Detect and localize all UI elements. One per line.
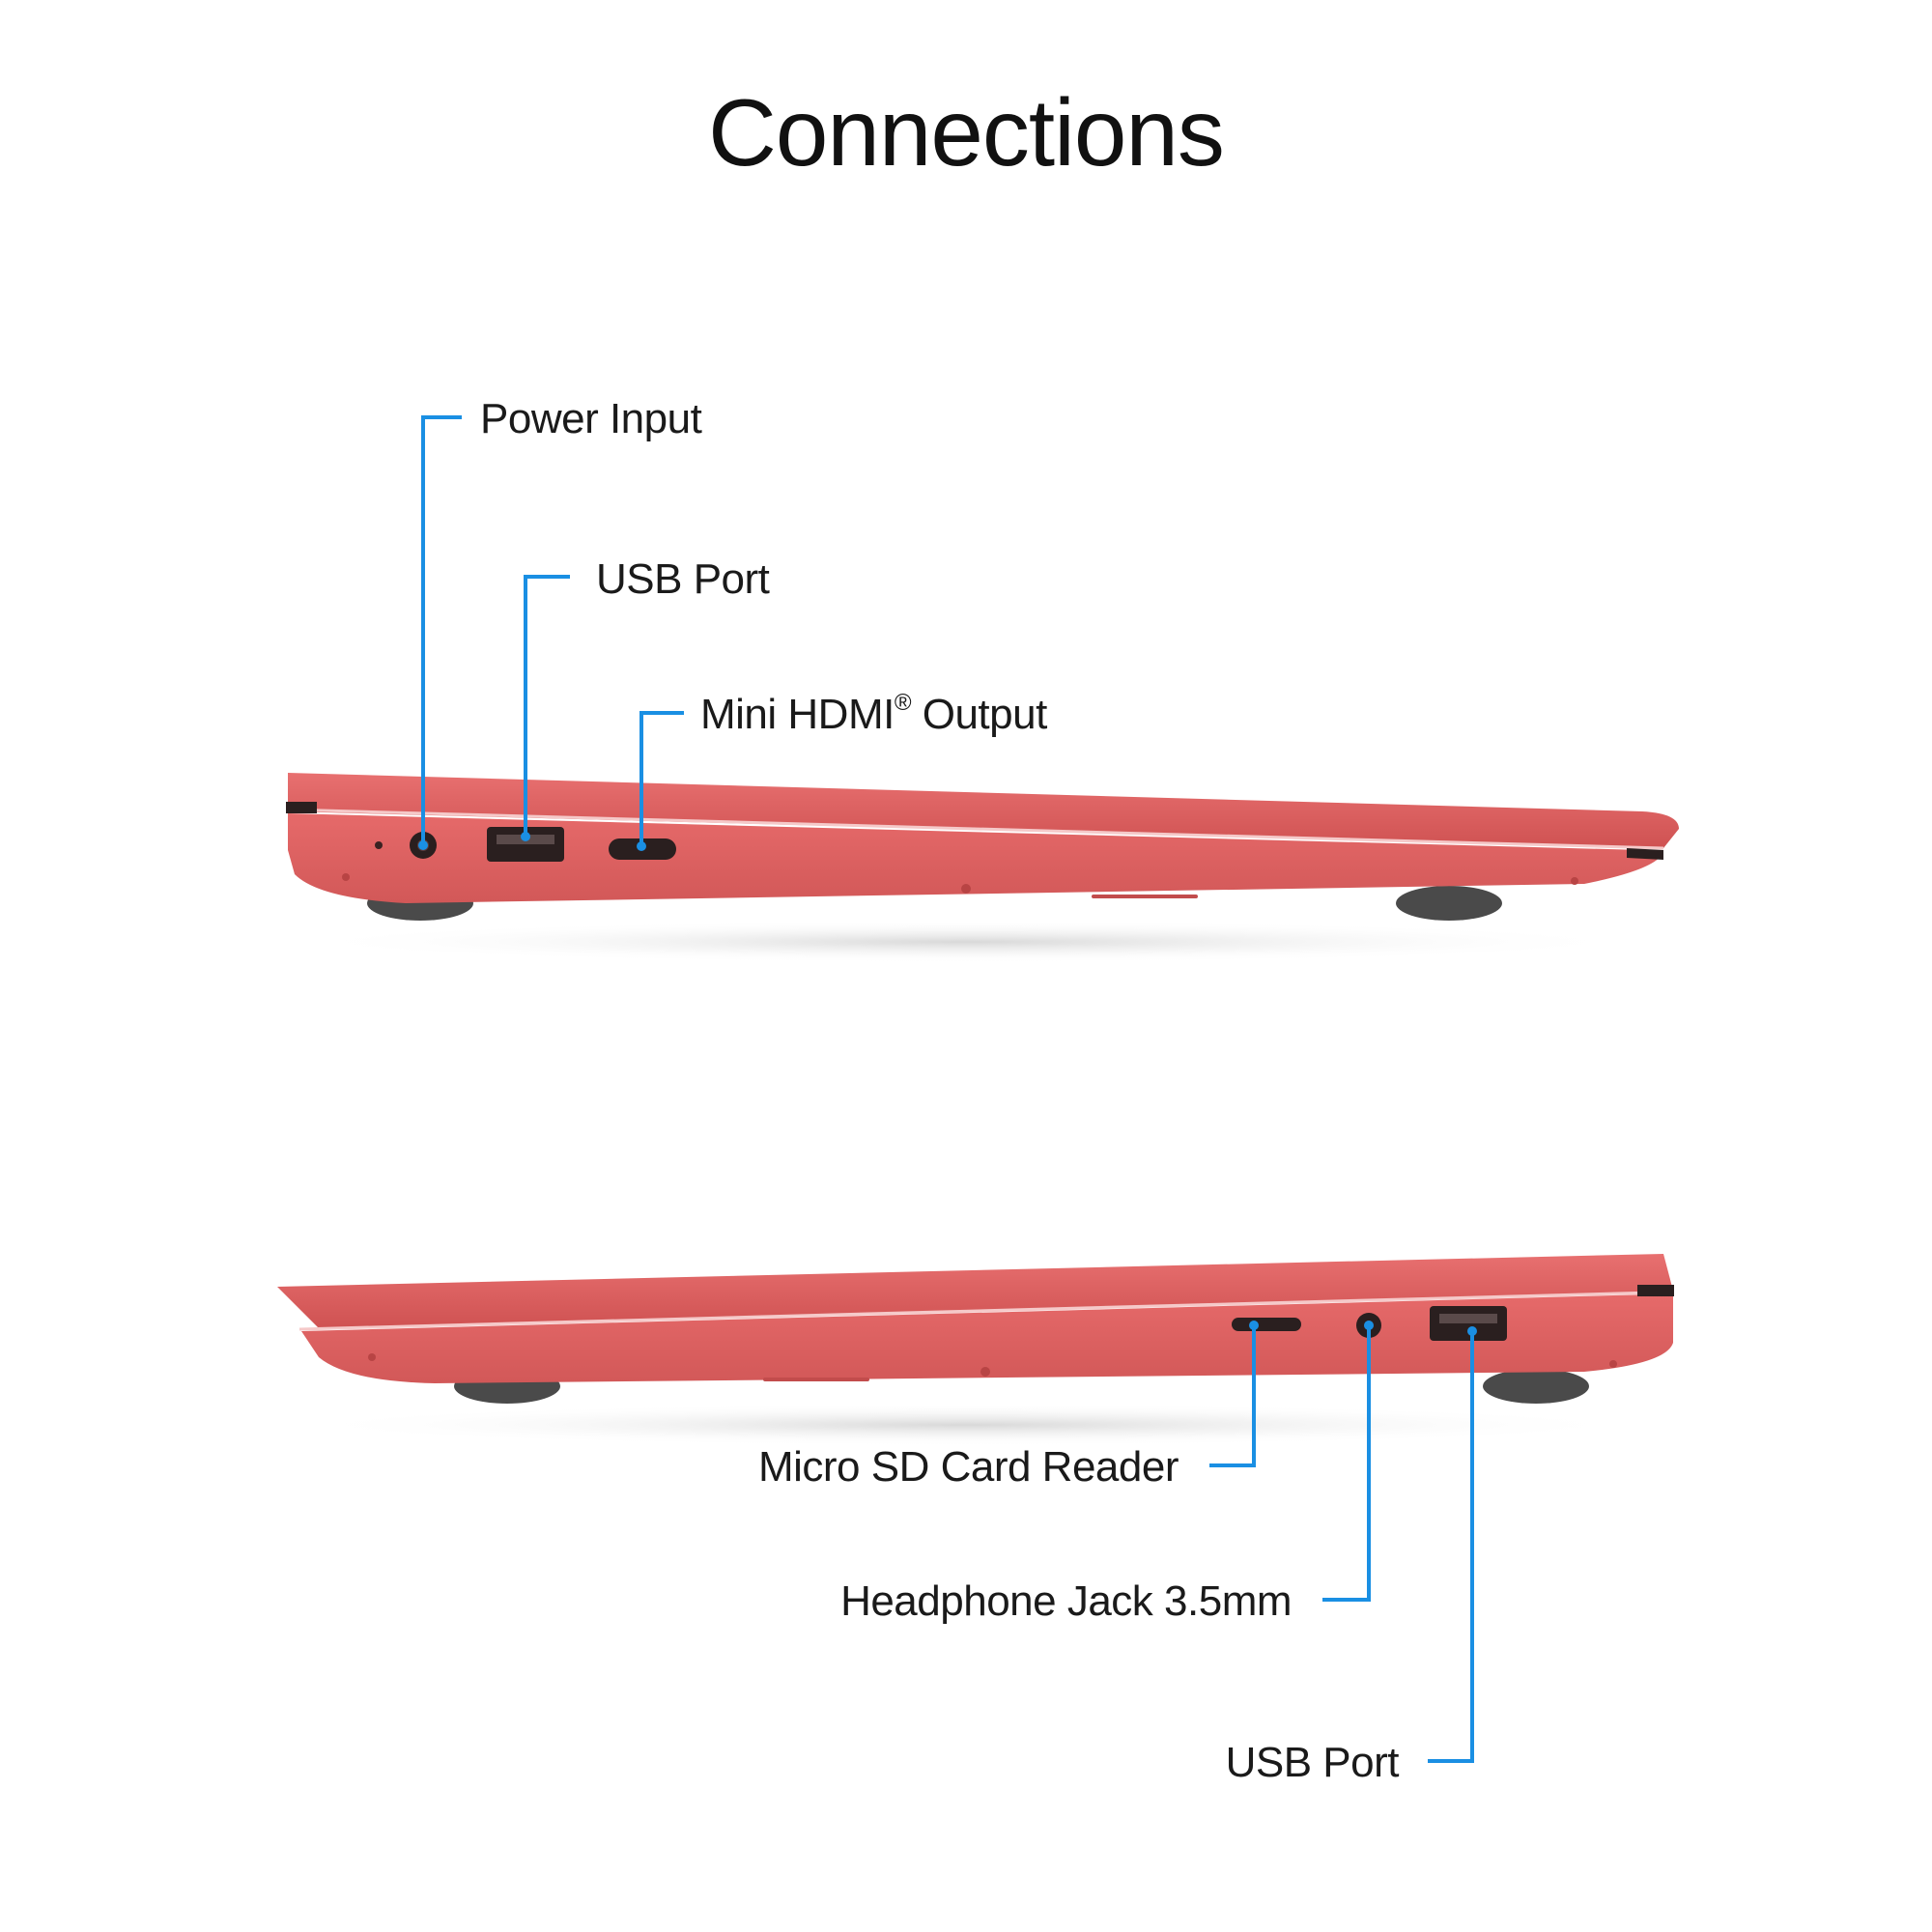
foot-right-2 <box>1483 1369 1589 1404</box>
callout-line-mini-hdmi <box>639 711 684 843</box>
laptop-lid-2 <box>277 1254 1673 1328</box>
status-led <box>375 841 383 849</box>
label-micro-sd: Micro SD Card Reader <box>757 1443 1179 1491</box>
callout-line-usb-right <box>1428 1333 1474 1763</box>
callout-line-power-input <box>421 415 462 845</box>
callout-lines <box>421 415 1474 1763</box>
laptop-left-side <box>286 773 1679 963</box>
label-power-input: Power Input <box>480 395 702 442</box>
callout-dots <box>418 832 1477 1336</box>
label-usb-port-right: USB Port <box>1225 1739 1400 1786</box>
registered-mark: ® <box>894 690 912 716</box>
laptop-right-side <box>277 1254 1674 1446</box>
callout-line-usb-left <box>524 575 570 833</box>
label-mini-hdmi: Mini HDMI® Output <box>700 691 1048 738</box>
label-usb-port-left: USB Port <box>596 555 770 603</box>
label-mini-hdmi-base: Mini HDMI <box>700 691 895 738</box>
laptop-base <box>288 813 1663 903</box>
label-mini-hdmi-tail: Output <box>911 691 1048 738</box>
laptop-lid <box>288 773 1679 848</box>
laptop-base-2 <box>301 1294 1673 1383</box>
micro-sd-port <box>1232 1318 1301 1331</box>
page-title: Connections <box>708 79 1225 185</box>
callout-line-headphone <box>1322 1327 1371 1602</box>
label-headphone-jack: Headphone Jack 3.5mm <box>840 1577 1292 1625</box>
callout-line-micro-sd <box>1209 1327 1256 1467</box>
foot-right <box>1396 886 1502 921</box>
